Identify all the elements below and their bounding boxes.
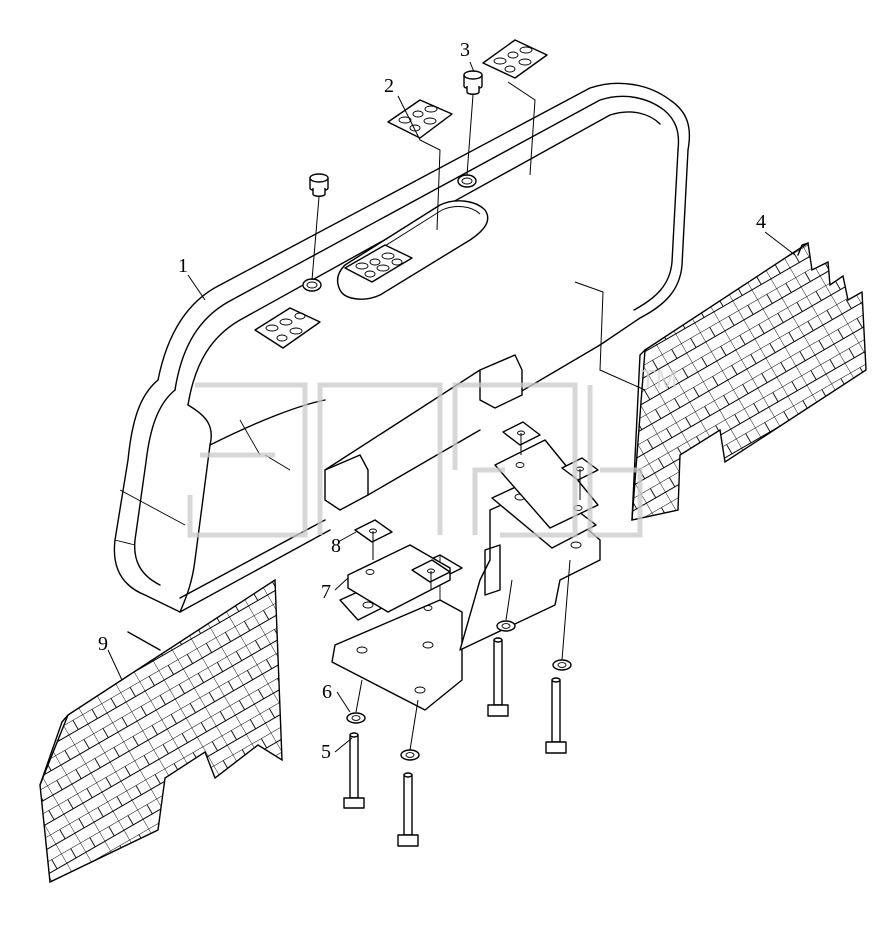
callout-6: 6 [322,681,332,703]
callout-leaders [107,61,796,753]
washer-4 [552,659,572,671]
callout-5: 5 [321,741,331,763]
watermark-logo: TM [187,364,678,538]
callout-9: 9 [98,633,108,655]
callout-1: 1 [178,255,188,277]
plug-right [463,70,483,95]
mesh-cover-left [39,578,283,884]
callout-8: 8 [331,535,341,557]
plug-left [309,173,329,197]
bolt-1 [343,732,365,809]
decal-pad-2 [387,99,453,139]
decal-pad-left [254,307,321,349]
decal-pad-on-recess [344,244,413,283]
watermark-trademark: TM [640,364,678,394]
plate-7 [347,439,599,613]
callout-3: 3 [460,39,470,61]
washer-1 [346,712,366,724]
bolt-2 [397,772,419,847]
mesh-cover-right [631,241,867,521]
callout-4: 4 [756,211,766,233]
washer-3 [496,620,516,632]
washer-2 [400,749,420,761]
callout-2: 2 [384,75,394,97]
decal-pad-top [482,39,548,79]
assembly-lines [311,94,571,751]
bolt-4 [545,677,567,754]
callout-7: 7 [321,581,331,603]
bolt-3 [487,637,509,717]
